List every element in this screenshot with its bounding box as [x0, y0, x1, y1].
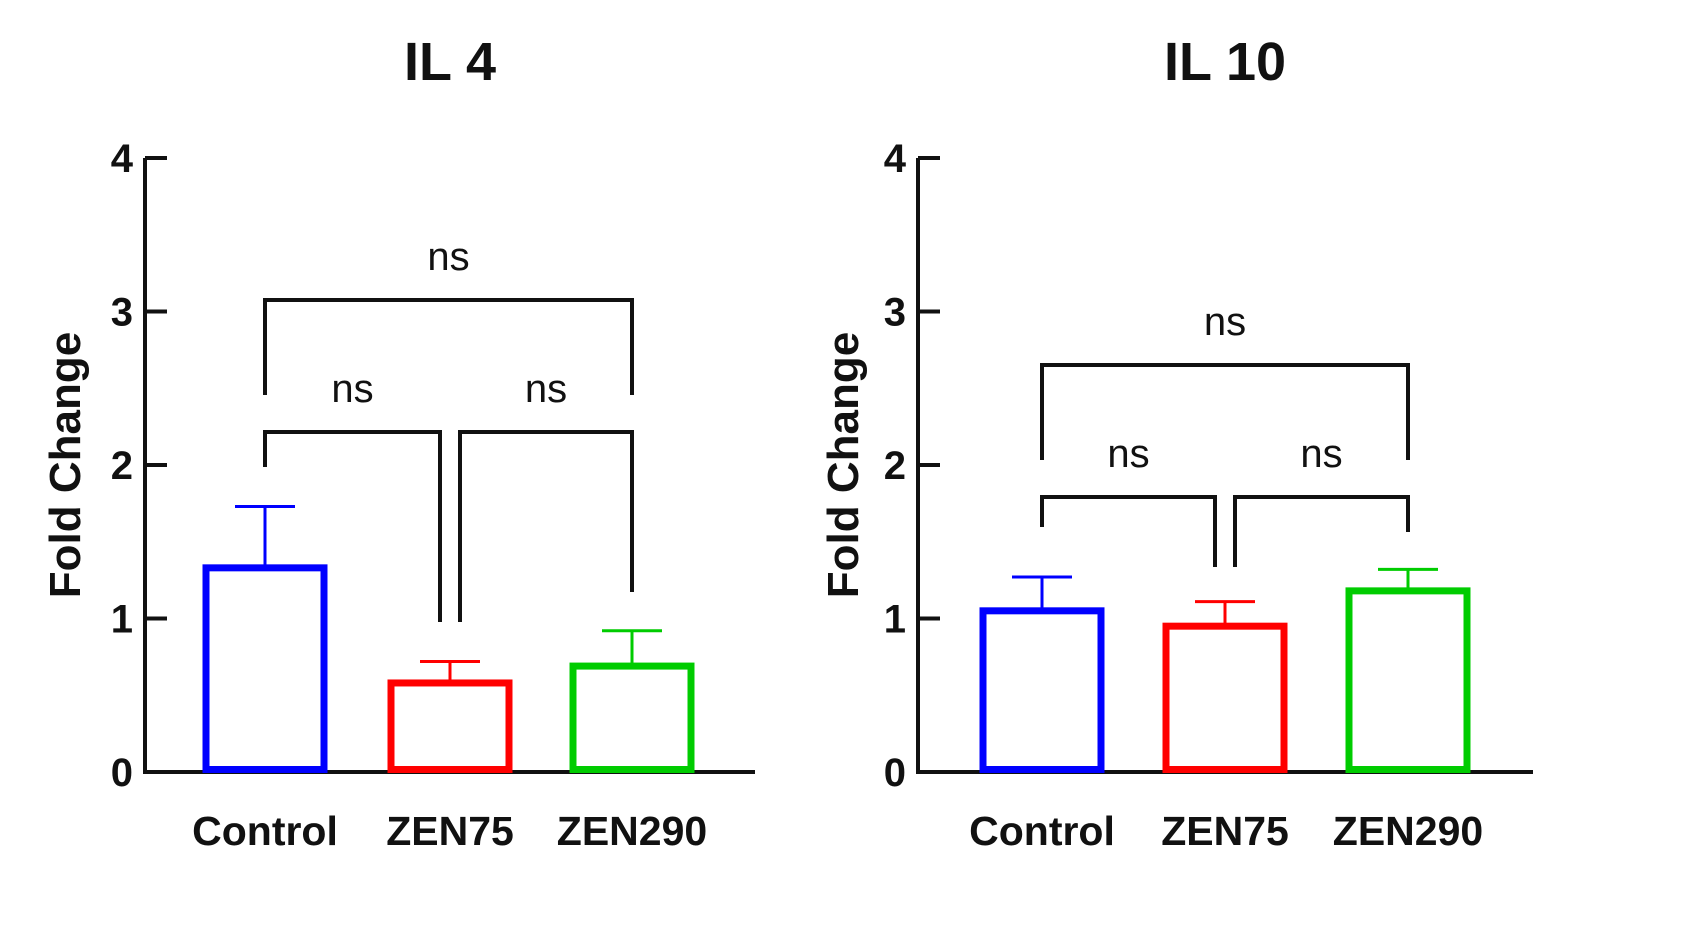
category-label: Control: [192, 808, 338, 854]
y-tick-label: 0: [111, 751, 133, 795]
significance-label: ns: [427, 235, 469, 279]
category-label: ZEN290: [557, 808, 707, 854]
significance-bracket: [263, 430, 442, 622]
y-tick-label: 1: [111, 598, 133, 642]
category-label: Control: [969, 808, 1115, 854]
bar-zen75: [387, 679, 513, 773]
y-axis-label: Fold Change: [819, 332, 868, 598]
bar-zen290: [569, 662, 695, 774]
bar-zen290: [1345, 587, 1471, 773]
significance-bracket: [263, 298, 634, 395]
significance-label: ns: [331, 367, 373, 411]
significance-bracket: [1233, 495, 1410, 567]
y-tick-label: 2: [884, 444, 906, 488]
bar-zen75: [1162, 622, 1288, 773]
category-label: ZEN290: [1333, 808, 1483, 854]
y-tick-label: 4: [884, 137, 907, 181]
bar-control: [202, 564, 328, 773]
category-label: ZEN75: [1161, 808, 1289, 854]
bar-control: [979, 607, 1105, 774]
y-tick-label: 3: [884, 291, 906, 335]
y-tick-label: 3: [111, 291, 133, 335]
significance-bracket: [1040, 363, 1410, 460]
significance-bracket: [458, 430, 634, 622]
significance-label: ns: [1107, 432, 1149, 476]
y-axis-label: Fold Change: [41, 332, 90, 598]
y-tick-label: 2: [111, 444, 133, 488]
chart-title: IL 10: [1164, 32, 1286, 92]
significance-label: ns: [525, 367, 567, 411]
category-label: ZEN75: [386, 808, 514, 854]
significance-label: ns: [1204, 300, 1246, 344]
significance-bracket: [1040, 495, 1217, 567]
y-tick-label: 4: [111, 137, 134, 181]
y-tick-label: 0: [884, 751, 906, 795]
y-tick-label: 1: [884, 598, 906, 642]
chart-title: IL 4: [404, 32, 496, 92]
significance-label: ns: [1300, 432, 1342, 476]
